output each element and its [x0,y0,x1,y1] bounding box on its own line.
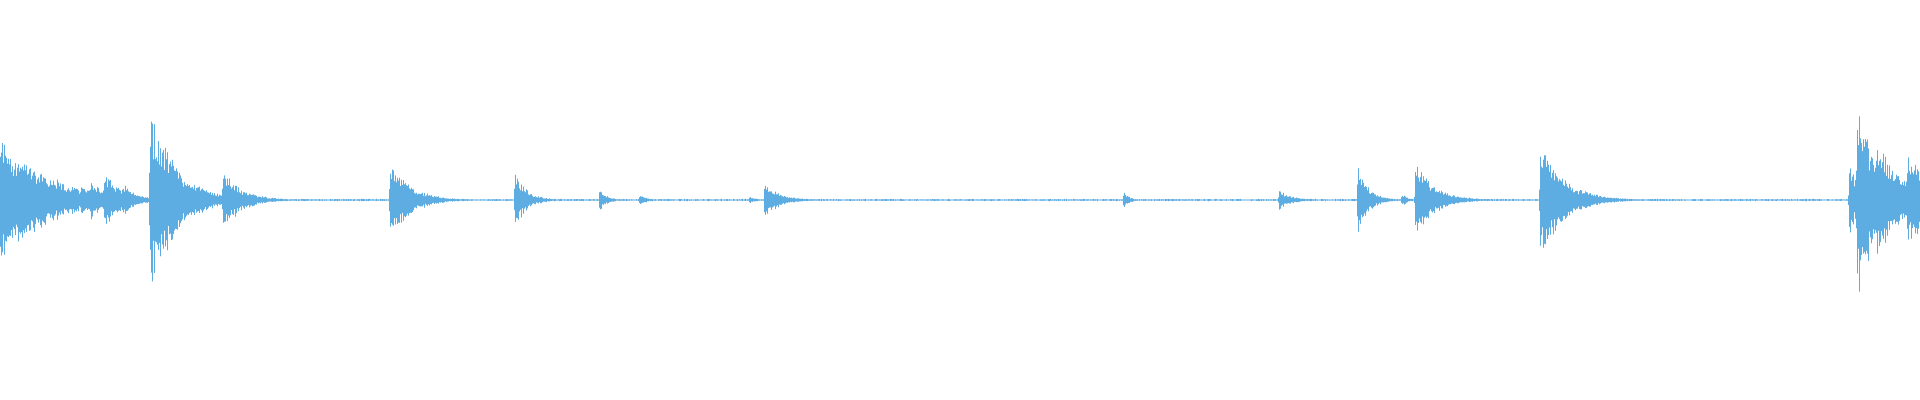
waveform-trace [0,116,1920,292]
